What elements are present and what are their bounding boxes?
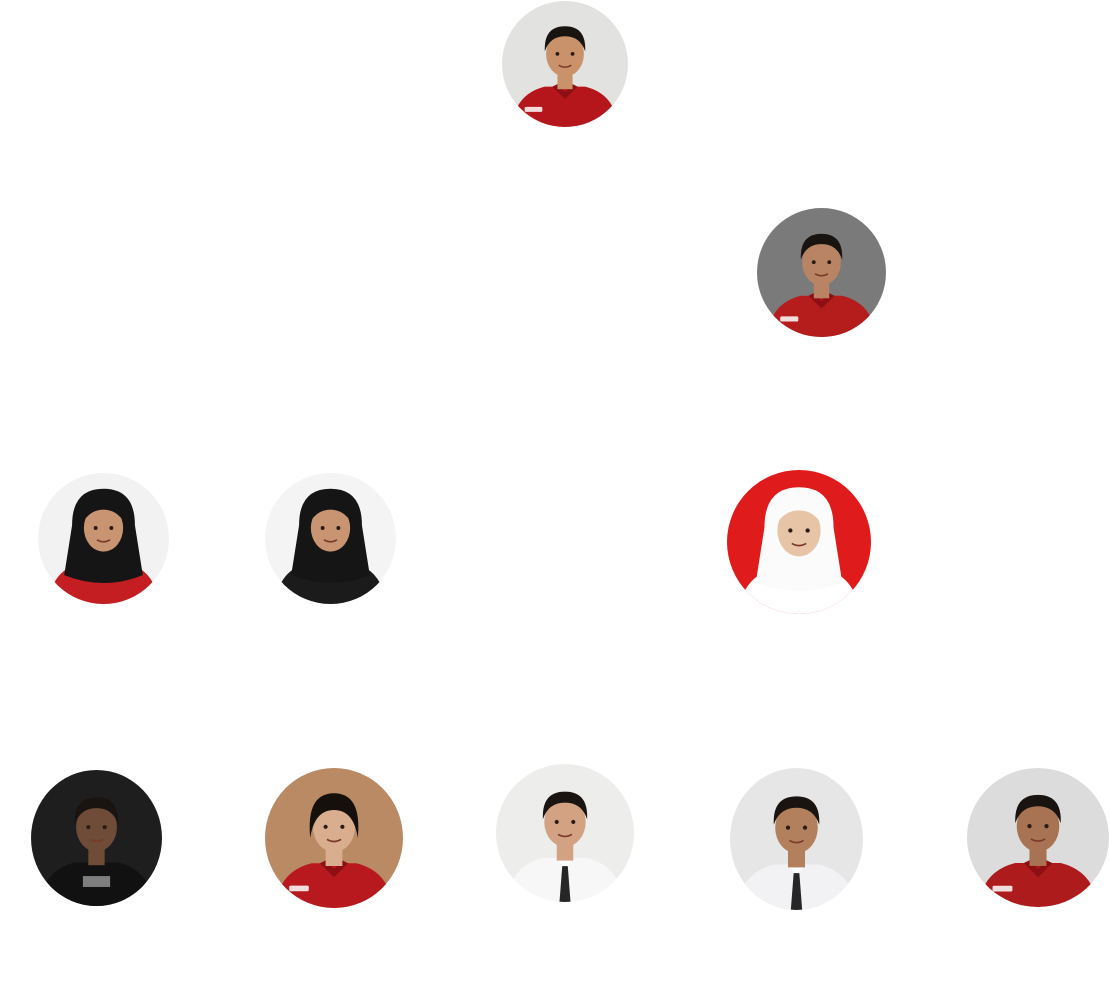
portrait-photo <box>730 768 863 910</box>
portrait-photo <box>727 470 871 614</box>
avatar[interactable] <box>757 208 886 337</box>
portrait-photo <box>757 208 886 337</box>
avatar[interactable] <box>502 1 628 127</box>
portrait-photo <box>31 770 162 906</box>
avatar[interactable] <box>496 764 634 902</box>
portrait-photo <box>496 764 634 902</box>
portrait-photo <box>265 473 396 604</box>
avatar[interactable] <box>38 473 169 604</box>
avatar[interactable] <box>31 770 162 906</box>
avatar[interactable] <box>727 470 871 614</box>
portrait-photo <box>265 768 403 908</box>
avatar[interactable] <box>967 768 1109 907</box>
avatar[interactable] <box>265 473 396 604</box>
portrait-photo <box>38 473 169 604</box>
avatar[interactable] <box>265 768 403 908</box>
portrait-photo <box>502 1 628 127</box>
portrait-photo <box>967 768 1109 907</box>
avatar[interactable] <box>730 768 863 910</box>
